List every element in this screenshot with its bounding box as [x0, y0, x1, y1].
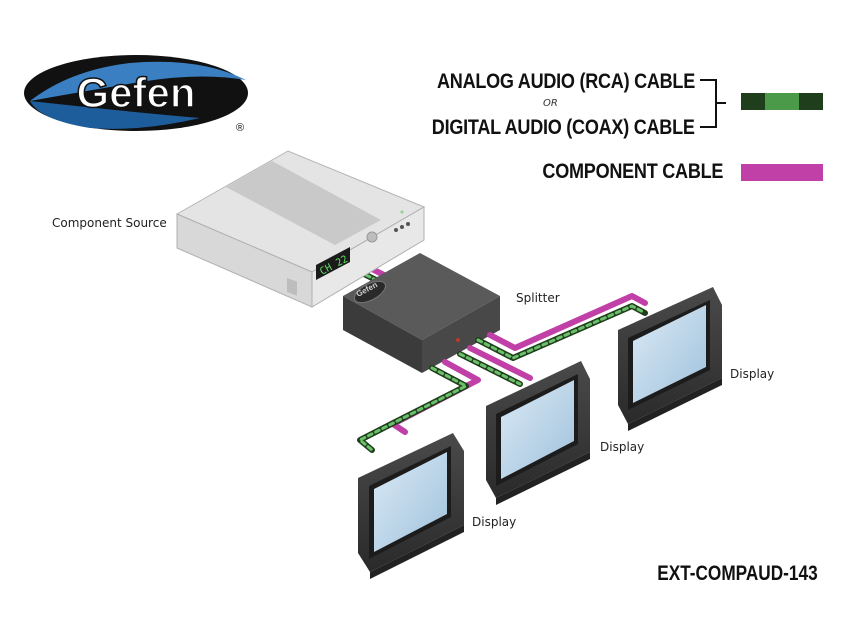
display-1	[358, 433, 464, 579]
component-source-label: Component Source	[52, 216, 167, 230]
display-2	[486, 361, 590, 505]
component-source-device: CH 22	[175, 150, 426, 308]
logo-text: Gefen	[76, 69, 195, 116]
splitter-device: Gefen	[343, 253, 500, 373]
cables-splitter-to-displays	[357, 293, 648, 453]
display-label-1: Display	[472, 515, 517, 529]
model-number: EXT-COMPAUD-143	[657, 562, 818, 585]
component-cable-swatch	[741, 164, 823, 181]
registered-mark: ®	[236, 122, 244, 134]
display-label-2: Display	[600, 440, 645, 454]
audio-cable-label-2: DIGITAL AUDIO (COAX) CABLE	[432, 116, 695, 139]
display-label-3: Display	[730, 367, 775, 381]
legend-bracket	[700, 79, 726, 128]
or-label: OR	[543, 98, 558, 109]
display-3	[618, 287, 722, 431]
splitter-label: Splitter	[516, 291, 560, 305]
audio-cable-swatch	[741, 93, 823, 110]
component-cable-label: COMPONENT CABLE	[542, 160, 723, 183]
audio-cable-label-1: ANALOG AUDIO (RCA) CABLE	[437, 70, 695, 93]
gefen-logo: Gefen ®	[24, 55, 248, 134]
